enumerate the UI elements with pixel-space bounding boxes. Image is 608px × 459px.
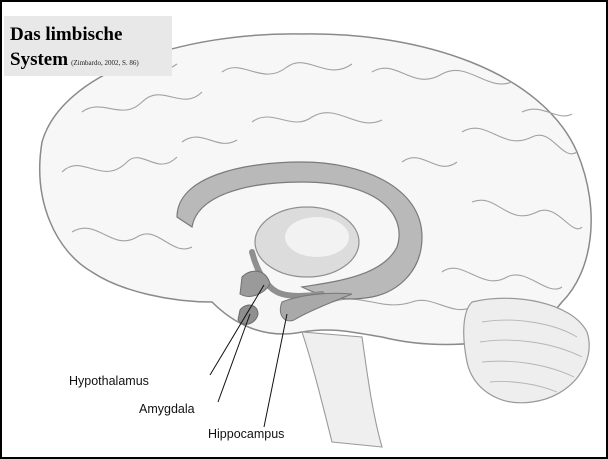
title-line-2: System(Zimbardo, 2002, S. 86) — [10, 49, 139, 71]
label-hippocampus: Hippocampus — [208, 427, 284, 441]
brainstem — [302, 332, 382, 447]
title-system-word: System — [10, 49, 68, 70]
title-line-1: Das limbische — [10, 24, 122, 46]
cerebellum — [464, 298, 589, 403]
amygdala-leader — [218, 314, 250, 402]
label-amygdala: Amygdala — [139, 402, 195, 416]
title-citation: (Zimbardo, 2002, S. 86) — [71, 59, 139, 67]
label-hypothalamus: Hypothalamus — [69, 374, 149, 388]
